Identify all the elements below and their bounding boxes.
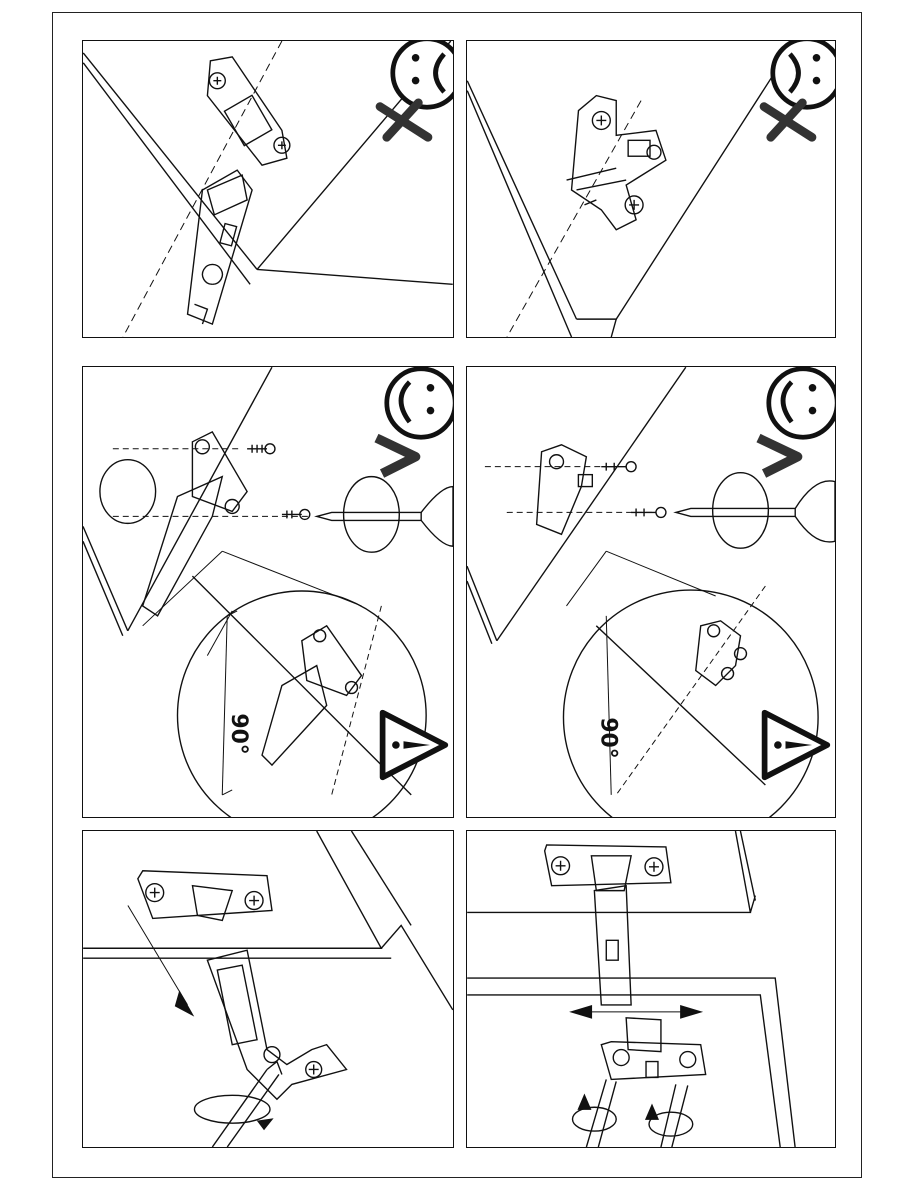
warning-icon <box>757 707 833 783</box>
check-mark-icon <box>751 425 807 481</box>
angle-label-90: 90° <box>595 717 620 758</box>
panel-correct-hinge: 90° <box>82 366 454 818</box>
check-mark-icon <box>369 425 425 481</box>
panel-incorrect-hinge <box>82 40 454 338</box>
cross-mark-icon <box>759 97 817 145</box>
warning-icon <box>375 707 451 783</box>
angle-label-90: 90° <box>226 713 251 754</box>
attach-hinge-illustration <box>83 831 453 1147</box>
panel-correct-plate: 90° <box>466 366 836 818</box>
cross-mark-icon <box>375 97 433 145</box>
panel-attach-hinge <box>82 830 454 1148</box>
panel-attach-plate <box>466 830 836 1148</box>
panel-incorrect-plate <box>466 40 836 338</box>
attach-plate-illustration <box>467 831 835 1147</box>
